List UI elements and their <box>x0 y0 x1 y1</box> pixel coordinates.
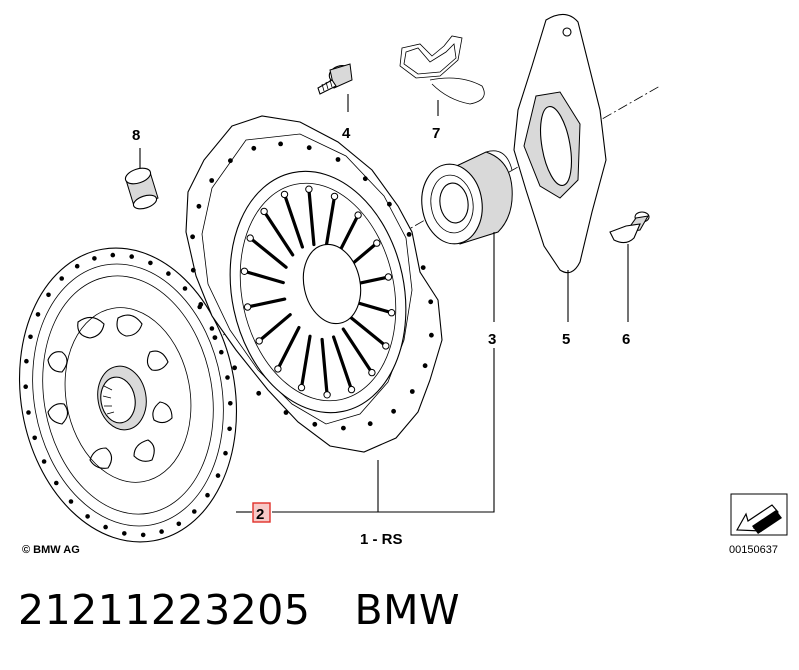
parts-diagram: 8 4 7 3 5 6 1 - RS 2 © BMW AG 00150637 <box>0 13 788 560</box>
image-code: 00150637 <box>729 544 778 556</box>
release-bearing-part-3[interactable] <box>417 150 513 248</box>
clutch-disc-part-2[interactable] <box>0 231 259 560</box>
highlight-box-part-2[interactable] <box>252 502 271 523</box>
leader-lines <box>139 94 629 513</box>
pressure-plate-holes <box>190 141 434 431</box>
part-number: 21211223205 <box>18 586 311 634</box>
diaphragm-spring-fingers <box>240 185 396 399</box>
pivot-pin-part-6[interactable] <box>609 211 650 244</box>
release-fork-part-5[interactable] <box>513 13 607 274</box>
label-part-7: 7 <box>432 125 440 142</box>
label-part-4: 4 <box>342 125 351 142</box>
label-part-1: 1 - RS <box>360 531 403 548</box>
pressure-plate-part-1[interactable] <box>185 115 443 453</box>
brand-name: BMW <box>354 586 460 634</box>
label-part-8: 8 <box>132 127 140 144</box>
label-part-3: 3 <box>488 331 496 348</box>
hub-splines <box>102 385 115 415</box>
bushing-part-8[interactable] <box>123 165 159 211</box>
view-direction-arrow-icon <box>730 493 788 536</box>
copyright-text: © BMW AG <box>22 544 80 556</box>
label-part-2: 2 <box>256 506 264 523</box>
retaining-clip-part-7[interactable] <box>399 35 485 105</box>
label-part-5: 5 <box>562 331 570 348</box>
footer: 21211223205 BMW <box>18 586 460 646</box>
bolt-part-4[interactable] <box>317 63 353 95</box>
label-part-6: 6 <box>622 331 630 348</box>
disc-rivet-ring <box>23 252 233 538</box>
